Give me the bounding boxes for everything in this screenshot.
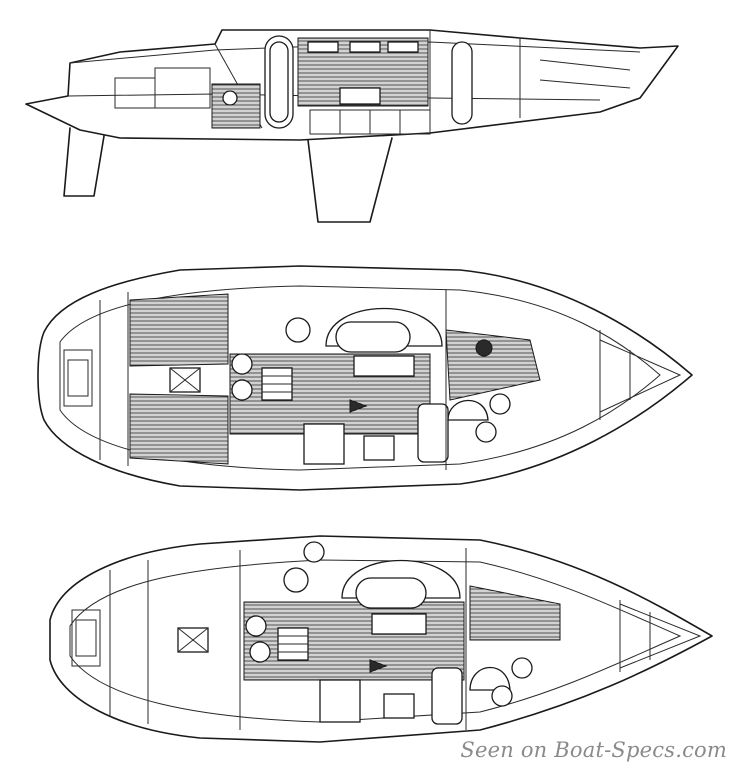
watermark-text: Seen on Boat-Specs.com — [460, 738, 727, 762]
profile-hull — [25, 29, 679, 141]
plan-b-hull — [49, 535, 713, 743]
plan-view-a — [37, 265, 693, 491]
profile-rudder — [63, 127, 105, 197]
profile-keel — [307, 137, 393, 223]
plan-a-hull — [37, 265, 693, 491]
profile-view — [25, 29, 679, 223]
plan-view-b — [49, 535, 713, 743]
